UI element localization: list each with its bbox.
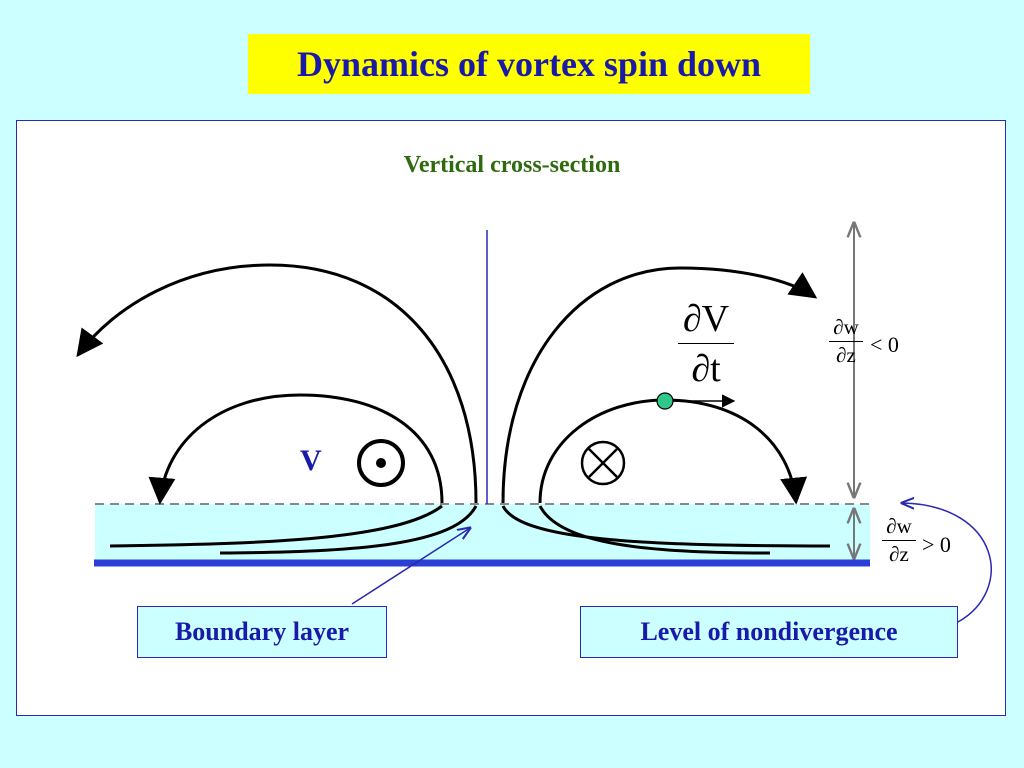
upper-divergence-denominator: ∂z	[836, 343, 856, 367]
left-inner-circulation-arrow	[148, 393, 444, 505]
upper-divergence-numerator: ∂w	[833, 315, 859, 339]
fraction-bar	[678, 343, 734, 344]
right-inflow-streamline-lower	[538, 505, 771, 555]
velocity-symbol: V	[300, 444, 322, 477]
lower-divergence-numerator: ∂w	[886, 514, 912, 538]
circle-cross-icon	[580, 440, 626, 486]
dv-dt-fraction: ∂V ∂t	[678, 300, 734, 388]
right-inner-circulation-arrow	[538, 398, 808, 505]
boundary-layer-pointer	[351, 528, 470, 605]
diagram-subtitle: Vertical cross-section	[403, 152, 621, 178]
boundary-layer-label: Boundary layer	[137, 606, 387, 658]
air-parcel-dot	[656, 392, 674, 410]
lower-divergence-fraction: ∂w ∂z	[882, 516, 916, 565]
left-inflow-streamline-upper	[109, 504, 443, 548]
dv-dt-denominator: ∂t	[691, 348, 721, 390]
dv-dt-numerator: ∂V	[682, 298, 730, 340]
nondivergence-pointer	[902, 503, 992, 623]
fraction-bar	[882, 540, 916, 541]
upper-divergence-fraction: ∂w ∂z	[829, 317, 863, 366]
left-outer-circulation-arrow	[76, 263, 478, 504]
upper-divergence-relation: < 0	[870, 332, 899, 357]
level-of-nondivergence-label: Level of nondivergence	[580, 606, 958, 658]
right-outer-circulation-arrow	[501, 266, 818, 504]
slide-title: Dynamics of vortex spin down	[248, 34, 810, 94]
lower-divergence-relation: > 0	[922, 532, 951, 557]
circle-dot-icon	[357, 439, 405, 487]
left-inflow-streamline-lower	[219, 505, 478, 555]
right-inflow-streamline-upper	[501, 505, 831, 548]
lower-divergence-denominator: ∂z	[889, 542, 909, 566]
fraction-bar	[829, 341, 863, 342]
